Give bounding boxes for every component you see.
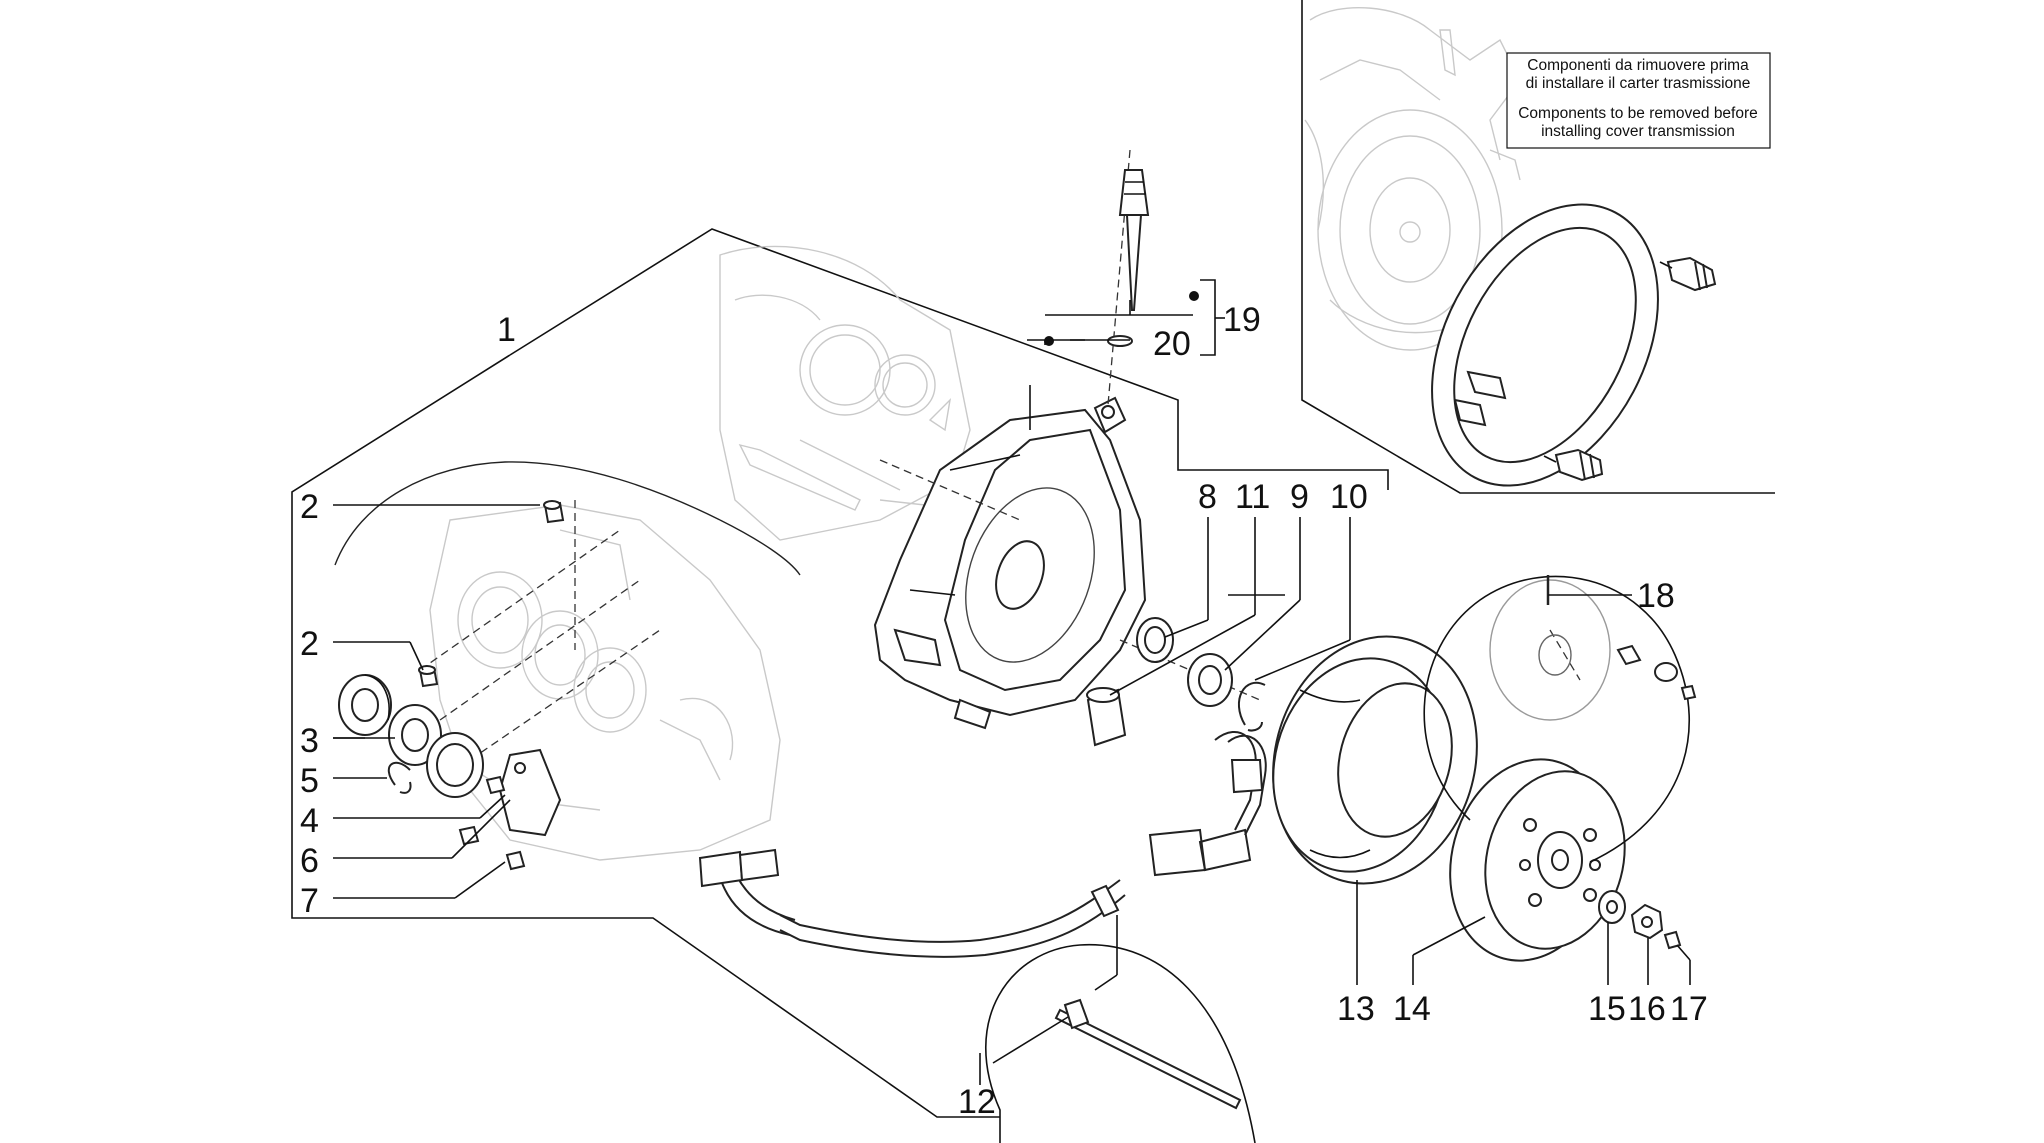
cable-tie-detail (984, 915, 1256, 1143)
callout-9: 9 (1290, 478, 1309, 516)
note-italian-line2: di installare il carter trasmissione (1526, 75, 1751, 92)
ball-bearing-9 (1187, 653, 1233, 707)
callout-19: 19 (1223, 301, 1261, 339)
inset-removal-view: Componenti da rimuovere prima di install… (1301, 0, 1775, 494)
flywheel-rotor (1449, 758, 1626, 962)
dipstick-o-ring (1107, 335, 1133, 347)
dowel-pin-upper (543, 500, 565, 524)
callout-4: 4 (300, 802, 319, 840)
callout-2-upper: 2 (300, 488, 319, 526)
dipstick (1118, 169, 1150, 311)
callout-17: 17 (1670, 990, 1708, 1028)
roller-bearing-11 (1086, 687, 1127, 747)
callout-10: 10 (1330, 478, 1368, 516)
leader-lines (333, 279, 1285, 899)
group-bracket-1-left (291, 354, 1000, 1118)
note-english-line2: installing cover transmission (1541, 123, 1735, 140)
screw-upper (485, 775, 506, 795)
inset-split-ring (1431, 203, 1659, 487)
nut-16 (1630, 903, 1664, 940)
transmission-cover (873, 396, 1147, 730)
callout-18: 18 (1637, 577, 1675, 615)
callout-12: 12 (958, 1083, 996, 1121)
circlip-left (387, 761, 412, 794)
inset-engine-ghost (1304, 6, 1521, 351)
callout-15: 15 (1588, 990, 1626, 1028)
bearing-middle (388, 704, 442, 766)
inset-knob-upper (1659, 256, 1717, 292)
washer-15 (1598, 890, 1626, 924)
callout-1: 1 (497, 311, 516, 349)
bearing-left (338, 674, 392, 736)
ghost-transmission (719, 245, 971, 541)
screw-middle (458, 825, 480, 846)
inset-knob-lower (1543, 448, 1604, 482)
dot-marker-cover (1044, 336, 1054, 346)
wiring-harness (698, 730, 1267, 958)
callout-14: 14 (1393, 990, 1431, 1028)
cover-plate (498, 748, 562, 837)
callout-13: 13 (1337, 990, 1375, 1028)
screw-lower (505, 850, 526, 871)
inset-note-box: Componenti da rimuovere prima di install… (1506, 52, 1771, 149)
note-italian-line1: Componenti da rimuovere prima (1527, 57, 1749, 74)
callout-16: 16 (1628, 990, 1666, 1028)
oil-seal-8 (1136, 617, 1174, 663)
dot-marker-dipstick (1189, 291, 1199, 301)
crankcase-half-view (334, 461, 801, 861)
screw-17 (1663, 930, 1682, 950)
callout-7: 7 (300, 882, 319, 920)
callout-8: 8 (1198, 478, 1217, 516)
inset-frame (1301, 0, 1775, 494)
dowel-pin-lower (418, 665, 439, 688)
callout-labels: 1 2 2 3 5 4 6 7 8 11 9 10 19 20 18 13 14… (300, 301, 1708, 1121)
callout-3: 3 (300, 722, 319, 760)
note-english-line1: Components to be removed before (1518, 105, 1758, 122)
stator-housing (1272, 635, 1478, 885)
group-bracket-1 (509, 228, 1389, 490)
callout-leaders (979, 339, 1691, 1085)
oil-seal (426, 732, 484, 798)
callout-5: 5 (300, 762, 319, 800)
callout-6: 6 (300, 842, 319, 880)
callout-11: 11 (1235, 478, 1270, 516)
detail-view-18 (1423, 575, 1697, 863)
circlip-10 (1238, 681, 1266, 732)
note-box-frame (1506, 52, 1771, 149)
callout-2-lower: 2 (300, 625, 319, 663)
callout-20: 20 (1153, 325, 1191, 363)
